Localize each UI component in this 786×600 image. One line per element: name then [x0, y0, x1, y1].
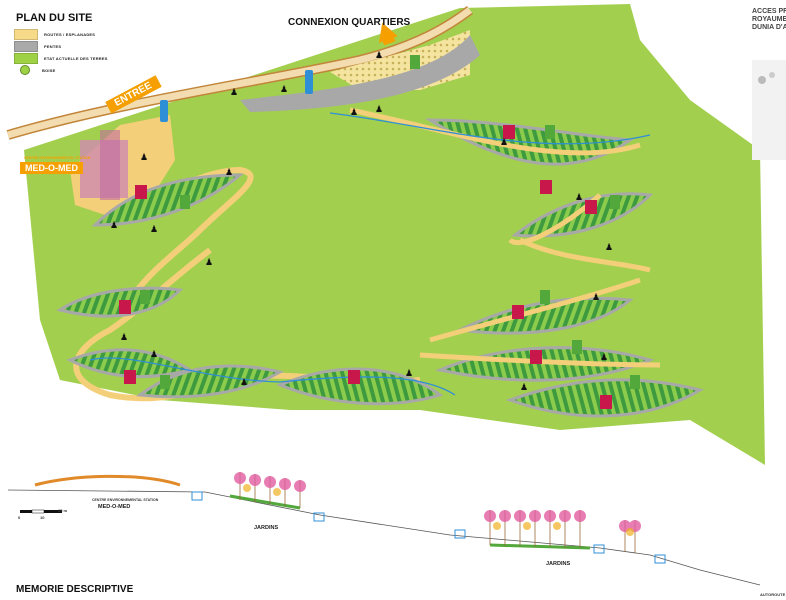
svg-text:♟: ♟	[280, 84, 288, 94]
connexion-label: CONNEXION QUARTIERS	[288, 17, 411, 28]
right-path	[349, 107, 661, 368]
svg-text:♟: ♟	[110, 220, 118, 230]
boise-icon	[14, 65, 36, 75]
svg-text:♟: ♟	[205, 257, 213, 267]
connexion-arrow	[378, 22, 398, 46]
water-channel	[329, 112, 651, 145]
section-med-small: CENTRE ENVIRONNEMENTAL STATION	[92, 498, 159, 502]
scale-25: 25 m	[58, 508, 68, 513]
svg-text:♟: ♟	[350, 107, 358, 117]
section-jardins-1: JARDINS	[254, 525, 279, 531]
page-title: PLAN DU SITE	[16, 12, 93, 24]
svg-text:♟: ♟	[150, 349, 158, 359]
legend-item-etat: ETAT ACTUELLE DES TERRES	[14, 52, 108, 64]
memoire-heading: MEMORIE DESCRIPTIVE	[16, 584, 134, 595]
med-small-label: CENTRE ENVIRONNEMENTAL STATION	[24, 156, 91, 160]
svg-text:♟: ♟	[605, 242, 613, 252]
svg-text:♟: ♟	[150, 224, 158, 234]
svg-text:♟: ♟	[225, 167, 233, 177]
pedestrian-icons: ♟ ♟ ♟ ♟ ♟ ♟ ♟ ♟ ♟ ♟ ♟ ♟ ♟ ♟ ♟ ♟ ♟ ♟ ♟ ♟	[110, 50, 613, 392]
med-label: MED-O-MED	[20, 162, 83, 174]
svg-text:♟: ♟	[375, 50, 383, 60]
legend-item-pentes: PENTES	[14, 40, 61, 52]
crimson-markers	[119, 125, 612, 409]
svg-text:♟: ♟	[600, 352, 608, 362]
svg-text:♟: ♟	[230, 87, 238, 97]
svg-text:♟: ♟	[500, 137, 508, 147]
svg-text:♟: ♟	[120, 332, 128, 342]
svg-text:♟: ♟	[592, 292, 600, 302]
svg-text:♟: ♟	[520, 382, 528, 392]
legend-swatch	[14, 28, 38, 40]
svg-text:♟: ♟	[405, 368, 413, 378]
svg-text:♟: ♟	[575, 192, 583, 202]
slope-band-top	[240, 35, 480, 112]
legend-item-boise: BOISE	[14, 64, 55, 76]
green-markers	[140, 55, 640, 389]
legend-swatch	[14, 40, 38, 52]
svg-text:♟: ♟	[140, 152, 148, 162]
section-jardins-2: JARDINS	[546, 561, 571, 567]
section-profile	[7, 472, 761, 586]
svg-text:♟: ♟	[375, 104, 383, 114]
section-autoroute: AUTOROUTE	[760, 592, 786, 597]
legend-item-routes: ROUTES / ESPLANADES	[14, 28, 95, 40]
section-med: MED-O-MED	[98, 504, 131, 510]
svg-text:♟: ♟	[240, 377, 248, 387]
legend-swatch	[14, 52, 38, 64]
scale-zero: 0	[18, 515, 21, 520]
scale-ten: 10	[40, 515, 45, 520]
acces-label: ACCES PRI ROYAUME DUNIA D'A	[752, 8, 786, 31]
